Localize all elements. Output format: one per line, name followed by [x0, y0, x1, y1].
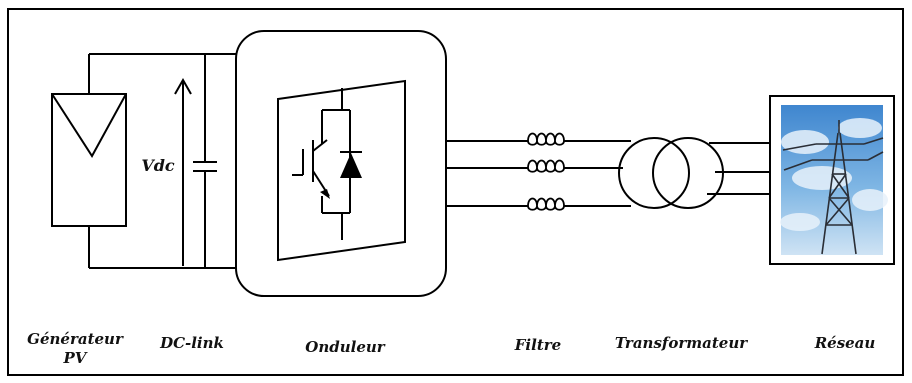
grid-label: Réseau	[814, 334, 876, 352]
vdc-arrow	[174, 77, 192, 266]
grid-photo	[769, 95, 895, 265]
outer-frame	[7, 8, 904, 376]
pv-panel	[51, 93, 127, 227]
pv-generator-label-line1: Générateur	[27, 330, 123, 348]
transformer-label: Transformateur	[614, 334, 748, 352]
pv-generator-label-line2: PV	[63, 349, 87, 367]
filter-inductors	[527, 132, 565, 211]
inverter-label: Onduleur	[305, 338, 385, 356]
dc-bus-wires	[88, 53, 236, 269]
three-phase-lines	[446, 140, 775, 207]
dc-link-label: DC-link	[160, 334, 224, 352]
pv-generator-label: Générateur PV	[14, 330, 136, 368]
diode-triangle	[340, 153, 362, 178]
emitter-arrowhead	[320, 189, 330, 199]
igbt-diode-symbol	[292, 88, 362, 240]
vdc-label: Vdc	[141, 156, 175, 175]
inverter-block	[235, 30, 447, 297]
transformer-symbol	[618, 137, 724, 209]
filter-label: Filtre	[514, 336, 562, 354]
dc-link-capacitor	[193, 54, 217, 268]
